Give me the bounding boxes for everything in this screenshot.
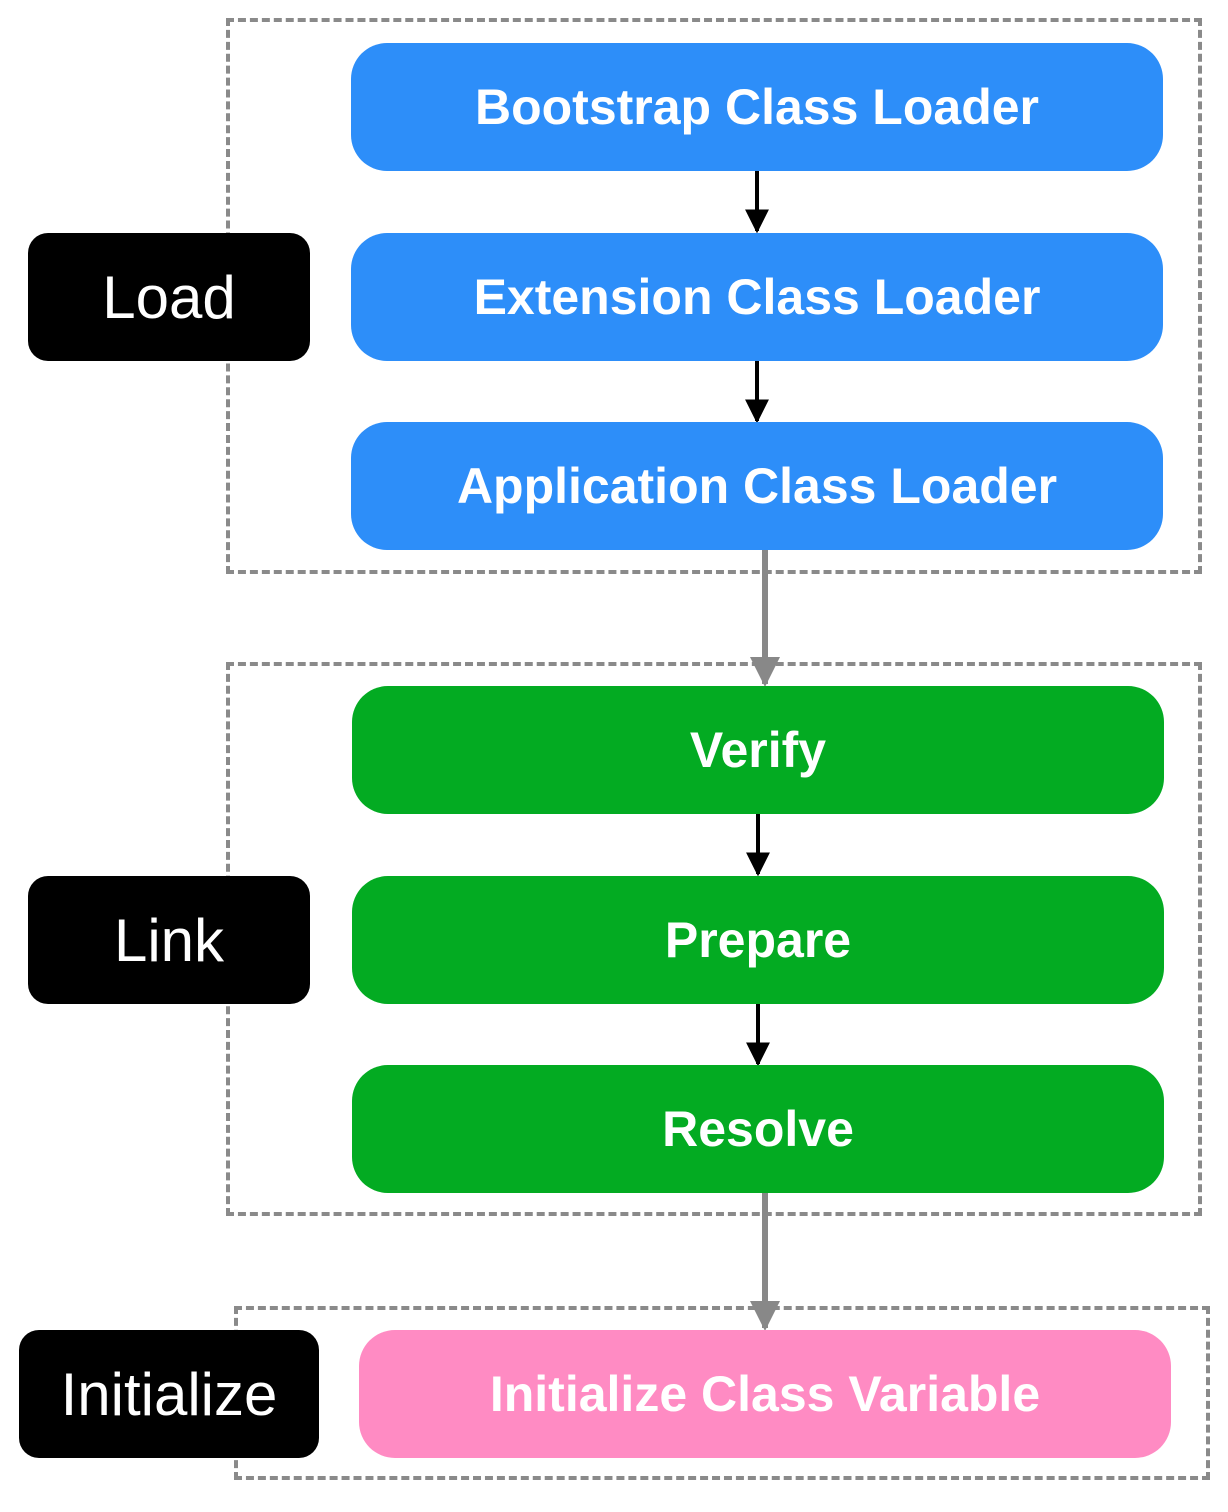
step-bootstrap-class-loader: Bootstrap Class Loader (351, 43, 1163, 171)
step-initialize-class-variable: Initialize Class Variable (359, 1330, 1171, 1458)
step-extension-class-loader: Extension Class Loader (351, 233, 1163, 361)
phase-label-link: Link (28, 876, 310, 1004)
step-application-class-loader: Application Class Loader (351, 422, 1163, 550)
phase-label-load: Load (28, 233, 310, 361)
step-resolve: Resolve (352, 1065, 1164, 1193)
step-prepare: Prepare (352, 876, 1164, 1004)
step-verify: Verify (352, 686, 1164, 814)
phase-label-initialize: Initialize (19, 1330, 319, 1458)
